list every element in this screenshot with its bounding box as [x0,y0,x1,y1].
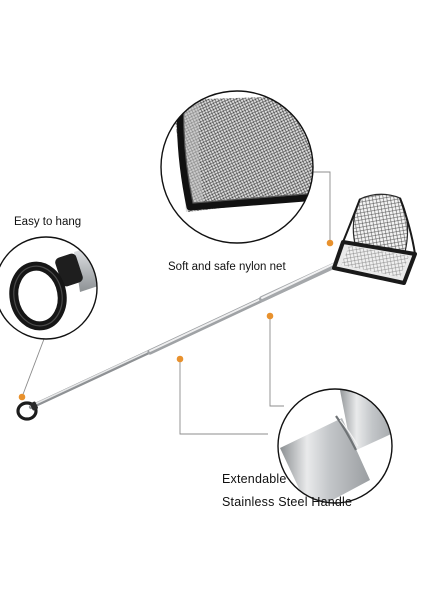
zoom-net-detail [160,90,314,244]
extendable-label: Extendable [222,472,287,486]
telescopic-handle-icon [28,259,345,410]
easy-to-hang-label: Easy to hang [14,216,82,228]
net-head-icon [332,193,417,285]
hang-ring-icon [16,401,38,421]
callout-dots [18,239,334,401]
nylon-net-label: Soft and safe nylon net [168,261,286,273]
zoom-ring-detail [0,236,98,340]
steel-handle-label: Stainless Steel Handle [222,495,353,509]
callout-lines [21,171,331,435]
zoom-tube-detail [277,388,393,504]
